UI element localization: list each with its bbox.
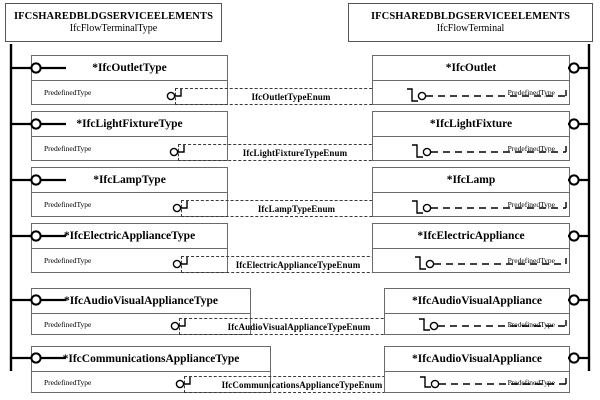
- entity-attribute-left-2: PredefinedType: [44, 144, 92, 153]
- enum-label-5: IfcAudioVisualApplianceTypeEnum: [227, 321, 371, 332]
- subtype-circle-right-4: [568, 230, 580, 242]
- schema-name-right: IFCSHAREDBLDGSERVICEELEMENTS: [370, 10, 571, 22]
- entity-title-left-1: *IfcOutletType: [32, 56, 227, 81]
- entity-box-left-3: *IfcLampType PredefinedType: [31, 167, 228, 217]
- entity-attribute-right-4: PredefinedType: [507, 256, 555, 265]
- entity-title-left-6: *IfcCommunicationsApplianceType: [32, 347, 270, 372]
- entity-title-right-5: *IfcAudioVisualAppliance: [385, 289, 569, 314]
- subtype-circle-right-6: [568, 352, 580, 364]
- entity-box-right-1: *IfcOutlet PredefinedType: [372, 55, 570, 105]
- enum-label-2: IfcLightFixtureTypeEnum: [242, 147, 348, 158]
- enum-label-6: IfcCommunicationsApplianceTypeEnum: [221, 379, 383, 390]
- schema-entity-right: IfcFlowTerminal: [436, 22, 505, 34]
- entity-attribute-right-1: PredefinedType: [507, 88, 555, 97]
- entity-attribute-right-5: PredefinedType: [507, 319, 555, 329]
- entity-box-left-2: *IfcLightFixtureType PredefinedType: [31, 111, 228, 161]
- entity-attribute-left-4: PredefinedType: [44, 256, 92, 265]
- entity-title-right-2: *IfcLightFixture: [373, 112, 569, 137]
- entity-box-left-6: *IfcCommunicationsApplianceType Predefin…: [31, 346, 271, 393]
- entity-attribute-right-6: PredefinedType: [507, 377, 555, 387]
- entity-title-right-6: *IfcAudioVisualAppliance: [385, 347, 569, 372]
- entity-box-right-6: *IfcAudioVisualAppliance PredefinedType: [384, 346, 570, 393]
- entity-box-left-5: *IfcAudioVisualApplianceType PredefinedT…: [31, 288, 251, 335]
- entity-title-left-5: *IfcAudioVisualApplianceType: [32, 289, 250, 314]
- enum-label-3: IfcLampTypeEnum: [257, 203, 336, 214]
- subtype-circle-right-1: [568, 62, 580, 74]
- entity-title-left-2: *IfcLightFixtureType: [32, 112, 227, 137]
- entity-box-right-4: *IfcElectricAppliance PredefinedType: [372, 223, 570, 273]
- entity-title-right-3: *IfcLamp: [373, 168, 569, 193]
- enum-label-4: IfcElectricApplianceTypeEnum: [235, 259, 361, 270]
- entity-attribute-left-1: PredefinedType: [44, 88, 92, 97]
- entity-attribute-left-6: PredefinedType: [44, 377, 92, 387]
- entity-title-left-3: *IfcLampType: [32, 168, 227, 193]
- schema-box-left: IFCSHAREDBLDGSERVICEELEMENTS IfcFlowTerm…: [5, 3, 222, 42]
- subtype-circle-right-3: [568, 174, 580, 186]
- subtype-circle-right-2: [568, 118, 580, 130]
- enum-label-1: IfcOutletTypeEnum: [251, 91, 331, 102]
- entity-attribute-right-2: PredefinedType: [507, 144, 555, 153]
- entity-attribute-left-5: PredefinedType: [44, 319, 92, 329]
- entity-box-left-4: *IfcElectricApplianceType PredefinedType: [31, 223, 228, 273]
- subtype-circle-right-5: [568, 294, 580, 306]
- entity-box-right-2: *IfcLightFixture PredefinedType: [372, 111, 570, 161]
- entity-box-right-5: *IfcAudioVisualAppliance PredefinedType: [384, 288, 570, 335]
- entity-title-right-4: *IfcElectricAppliance: [373, 224, 569, 249]
- schema-box-right: IFCSHAREDBLDGSERVICEELEMENTS IfcFlowTerm…: [348, 3, 593, 42]
- entity-title-right-1: *IfcOutlet: [373, 56, 569, 81]
- entity-box-right-3: *IfcLamp PredefinedType: [372, 167, 570, 217]
- entity-title-left-4: *IfcElectricApplianceType: [32, 224, 227, 249]
- schema-name-left: IFCSHAREDBLDGSERVICEELEMENTS: [13, 10, 214, 22]
- schema-entity-left: IfcFlowTerminalType: [69, 22, 158, 34]
- entity-box-left-1: *IfcOutletType PredefinedType: [31, 55, 228, 105]
- entity-attribute-left-3: PredefinedType: [44, 200, 92, 209]
- entity-attribute-right-3: PredefinedType: [507, 200, 555, 209]
- enum-box-5: IfcAudioVisualApplianceTypeEnum: [179, 318, 419, 335]
